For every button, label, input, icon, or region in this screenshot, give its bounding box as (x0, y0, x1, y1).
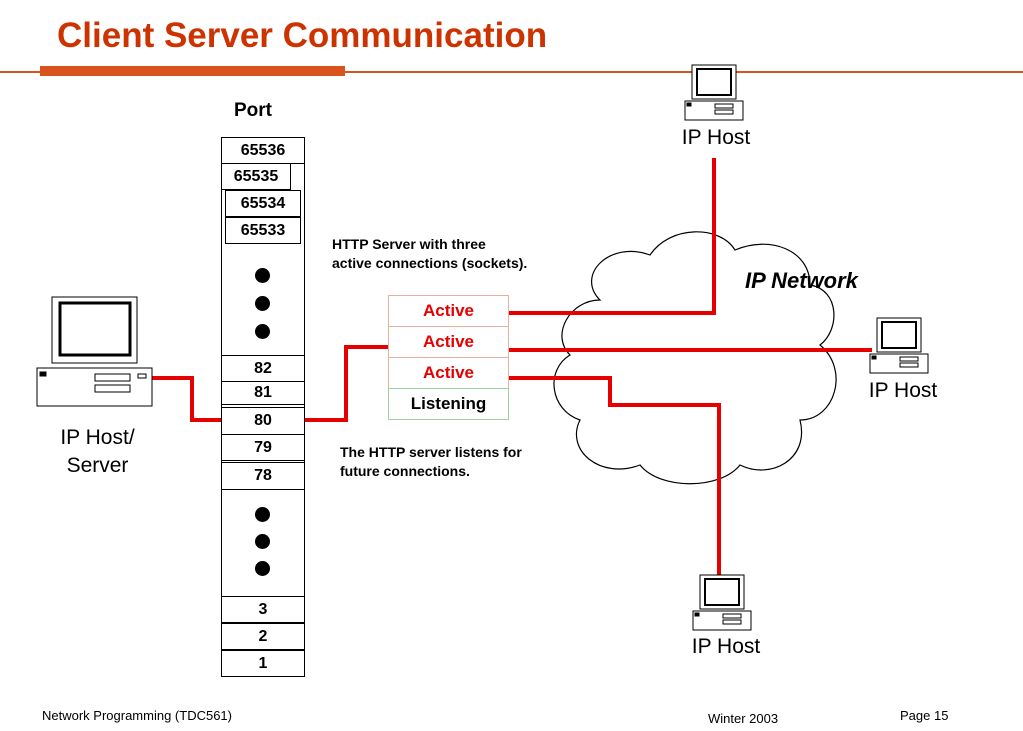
top-host-label: IP Host (681, 126, 751, 149)
port-cell: 1 (221, 650, 305, 677)
network-cloud (553, 231, 837, 485)
server-caption-line: HTTP Server with three (332, 236, 486, 252)
title-accent-bar (40, 66, 345, 76)
footer-page: Page 15 (900, 708, 949, 723)
server-computer-icon (36, 296, 153, 407)
right-host-computer-icon (869, 317, 929, 374)
port-cell: 2 (221, 623, 305, 650)
port-cell: 82 (221, 355, 305, 382)
ellipsis-dot (255, 561, 270, 576)
listen-caption-line: future connections. (340, 463, 470, 479)
port-cell: 65536 (221, 137, 305, 164)
socket1-to-top-host-line (509, 158, 716, 315)
socket-listening: Listening (388, 388, 509, 420)
server-caption: HTTP Server with three active connection… (332, 235, 527, 273)
server-host-label-line: Server (66, 454, 129, 477)
server-host-label-line: IP Host/ (60, 426, 135, 449)
ellipsis-dot (255, 507, 270, 522)
bottom-host-computer-icon (692, 574, 752, 631)
server-to-port80-line (150, 376, 221, 422)
socket-stack: Active Active Active Listening (388, 295, 509, 420)
port-cell: 81 (221, 381, 305, 405)
bottom-host-label: IP Host (691, 635, 761, 658)
top-host-computer-icon (684, 64, 744, 121)
network-label: IP Network (745, 268, 858, 293)
port-cell: 65535 (221, 163, 291, 190)
listen-caption: The HTTP server listens for future conne… (340, 443, 522, 481)
server-host-label: IP Host/ Server (40, 424, 155, 480)
socket-active: Active (388, 326, 509, 358)
title-rule (0, 71, 1023, 73)
port-cell: 3 (221, 596, 305, 623)
ellipsis-dot (255, 324, 270, 339)
server-caption-line: active connections (sockets). (332, 255, 528, 271)
port-cell: 65534 (225, 190, 301, 217)
port-cell: 78 (221, 462, 305, 490)
ellipsis-dot (255, 296, 270, 311)
port-cell: 79 (221, 434, 305, 461)
slide-title: Client Server Communication (57, 16, 548, 55)
port-cell: 65533 (225, 217, 301, 244)
footer-term: Winter 2003 (708, 711, 779, 726)
socket3-to-bottom-host-line (509, 376, 721, 578)
port80-to-sockets-line (305, 345, 388, 422)
port-header: Port (234, 100, 272, 121)
socket-active: Active (388, 357, 509, 389)
right-host-label: IP Host (868, 379, 938, 402)
footer-course: Network Programming (TDC561) (42, 708, 232, 723)
ellipsis-dot (255, 534, 270, 549)
port-cell-80: 80 (221, 407, 305, 435)
socket-active: Active (388, 295, 509, 327)
ellipsis-dot (255, 268, 270, 283)
listen-caption-line: The HTTP server listens for (340, 444, 522, 460)
